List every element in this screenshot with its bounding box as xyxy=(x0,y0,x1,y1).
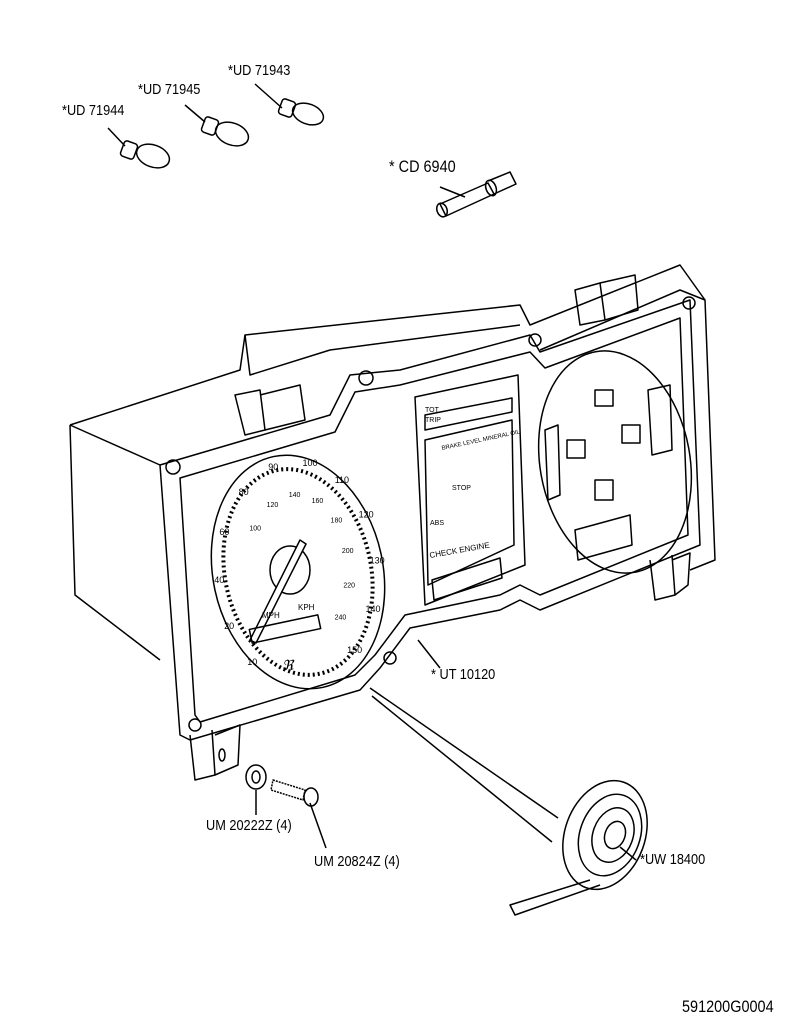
trip-label: TRIP xyxy=(425,417,441,424)
callout-ut10120: * UT 10120 xyxy=(431,666,496,683)
bulb-ud71943 xyxy=(254,83,325,126)
odometer-label: TOT xyxy=(425,407,440,414)
bulb-ud71944 xyxy=(107,127,171,169)
callout-cd6940: * CD 6940 xyxy=(389,157,456,176)
callout-um20824z: UM 20824Z (4) xyxy=(314,853,400,870)
mph-tick-label: 80 xyxy=(239,487,249,497)
speedometer: MPH KPH ℜ xyxy=(210,454,386,690)
kph-tick-label: 140 xyxy=(289,492,301,499)
callout-ud71944: *UD 71944 xyxy=(62,102,125,119)
leader-ut10120 xyxy=(417,639,441,669)
kph-label: KPH xyxy=(298,603,315,612)
auxiliary-gauges xyxy=(537,350,693,574)
kph-tick-label: 120 xyxy=(267,502,279,509)
check-engine-label: CHECK ENGINE xyxy=(429,541,491,560)
callout-ud71945: *UD 71945 xyxy=(138,81,201,98)
screw xyxy=(270,779,327,849)
tape-roll xyxy=(369,687,648,916)
svg-text:ℜ: ℜ xyxy=(282,657,295,673)
kph-tick-label: 220 xyxy=(343,583,355,590)
mph-tick-label: 110 xyxy=(335,475,349,485)
brake-warning-label: BRAKE LEVEL MINERAL OIL xyxy=(441,429,521,452)
cluster-housing xyxy=(69,264,716,781)
mph-tick-label: 10 xyxy=(247,657,257,667)
bulb-ud71945 xyxy=(184,104,250,147)
mph-label: MPH xyxy=(262,611,280,620)
abs-label: ABS xyxy=(430,520,444,527)
kph-tick-label: 240 xyxy=(335,615,347,622)
figure-id: 591200G0004 xyxy=(682,997,774,1016)
mph-tick-label: 40 xyxy=(214,575,224,585)
callout-um20222z: UM 20222Z (4) xyxy=(206,817,292,834)
mph-tick-label: 20 xyxy=(224,621,234,631)
kph-tick-label: 180 xyxy=(331,518,343,525)
mph-tick-label: 120 xyxy=(359,510,374,520)
mph-tick-label: 100 xyxy=(302,458,317,468)
kph-tick-label: 160 xyxy=(312,498,324,505)
callout-ud71943: *UD 71943 xyxy=(228,62,291,79)
warning-panel: TOT TRIP BRAKE LEVEL MINERAL OIL STOP AB… xyxy=(414,374,526,606)
washer xyxy=(245,764,267,815)
stop-label: STOP xyxy=(452,485,471,492)
mph-tick-label: 60 xyxy=(219,527,229,537)
kph-tick-label: 200 xyxy=(342,548,354,555)
callout-uw18400: *UW 18400 xyxy=(640,851,706,868)
mph-tick-label: 150 xyxy=(347,645,362,655)
kph-tick-label: 100 xyxy=(249,525,261,532)
mph-tick-label: 140 xyxy=(366,604,381,614)
pin-cd6940 xyxy=(435,171,517,218)
mph-tick-labels: 10 20 40 60 80 90 100 110 120 130 140 150 100 120 140 1… xyxy=(214,458,384,667)
mph-tick-label: 90 xyxy=(268,462,278,472)
mph-tick-label: 130 xyxy=(370,556,385,566)
